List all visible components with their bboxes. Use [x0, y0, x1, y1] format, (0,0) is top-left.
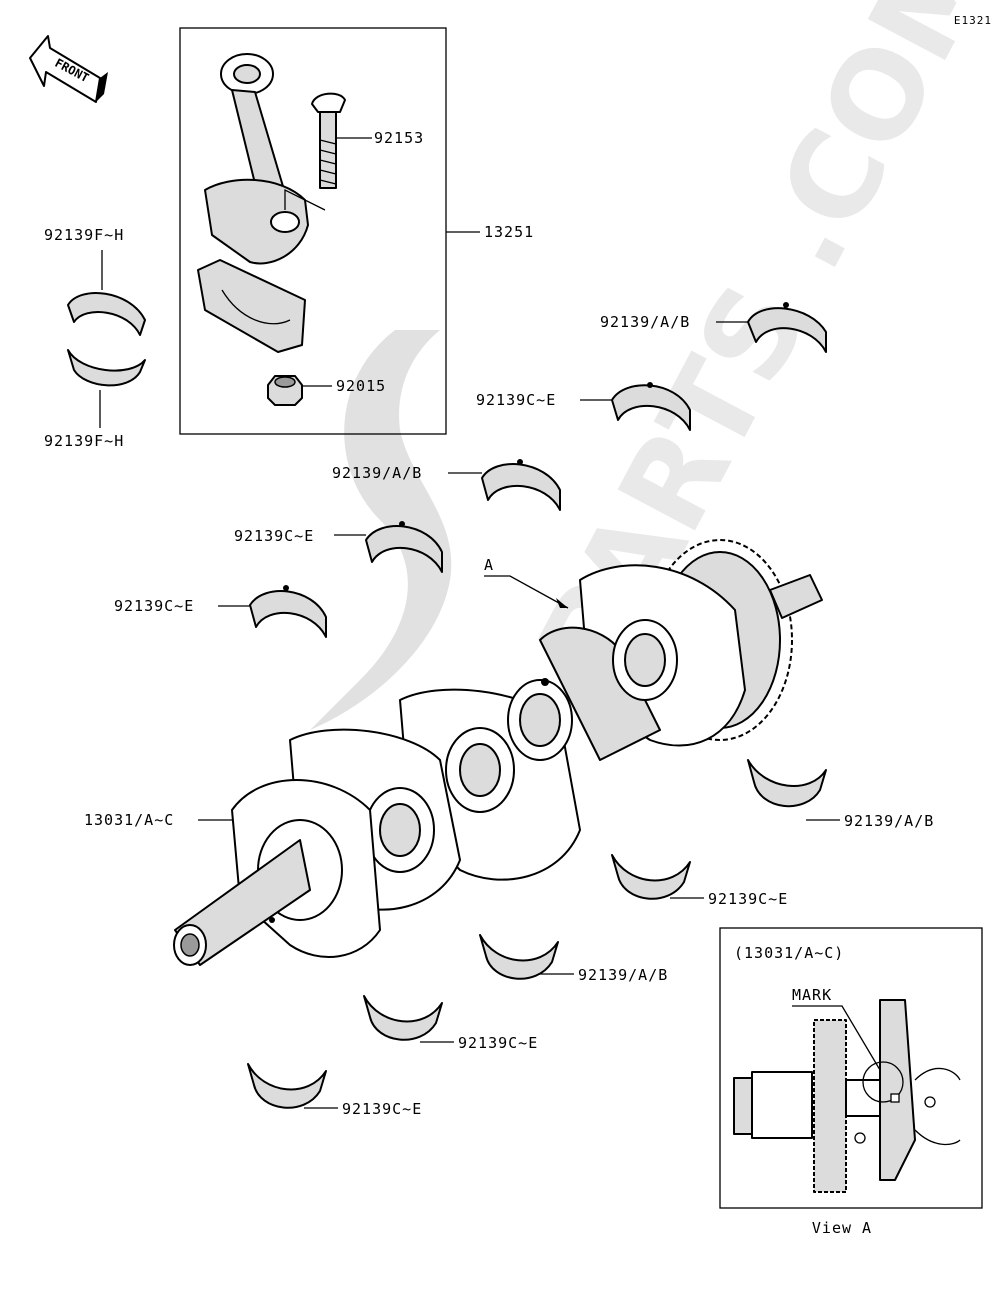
main-bearing-lower-4: [363, 995, 443, 1041]
callout-92015: 92015: [336, 377, 386, 395]
connecting-rod: [204, 53, 309, 265]
main-bearing-lower-5: [247, 1063, 327, 1109]
main-bearing-lower-1: [747, 759, 827, 808]
mark-label: MARK: [792, 986, 832, 1004]
main-bearing-upper-1: [747, 302, 827, 353]
main-bearing-upper-4: [365, 521, 443, 573]
connecting-rod-cap: [197, 259, 306, 353]
callout-13251: 13251: [484, 223, 534, 241]
conrod-bearing-upper: [67, 292, 146, 336]
main-bearing-upper-5: [249, 585, 327, 638]
main-bearing-upper-2: [611, 382, 691, 431]
callout-view-a: A: [484, 556, 494, 574]
callout-92139ce-1: 92139C~E: [476, 391, 556, 409]
front-arrow-icon: FRONT: [29, 35, 108, 103]
callout-92139ab-4: 92139/A/B: [578, 966, 668, 984]
callout-92139f-lower: 92139F~H: [44, 432, 124, 450]
main-bearing-lower-3: [479, 934, 559, 980]
bolt-leader: [284, 188, 326, 211]
callout-13031: 13031/A~C: [84, 811, 174, 829]
conrod-assembly-box: [179, 27, 447, 435]
callout-92139ce-4: 92139C~E: [708, 890, 788, 908]
connecting-rod-bolt: [311, 92, 346, 189]
callout-92139ce-3: 92139C~E: [114, 597, 194, 615]
crankshaft: [173, 539, 823, 966]
main-bearing-upper-3: [481, 459, 561, 511]
callout-92139f-upper: 92139F~H: [44, 226, 124, 244]
callout-92139ce-5: 92139C~E: [458, 1034, 538, 1052]
conrod-bearing-lower: [67, 349, 146, 387]
inset-title: (13031/A~C): [734, 944, 844, 962]
main-bearing-lower-2: [611, 854, 691, 900]
connecting-rod-nut: [267, 375, 303, 406]
diagram-code: E1321: [954, 14, 992, 27]
callout-92139ab-2: 92139/A/B: [332, 464, 422, 482]
callout-92139ce-2: 92139C~E: [234, 527, 314, 545]
callout-92153: 92153: [374, 129, 424, 147]
callout-92139ab-1: 92139/A/B: [600, 313, 690, 331]
view-a-inset: (13031/A~C) MARK View A: [719, 927, 983, 1237]
view-a-caption: View A: [812, 1219, 872, 1237]
callout-92139ab-3: 92139/A/B: [844, 812, 934, 830]
callout-92139ce-6: 92139C~E: [342, 1100, 422, 1118]
